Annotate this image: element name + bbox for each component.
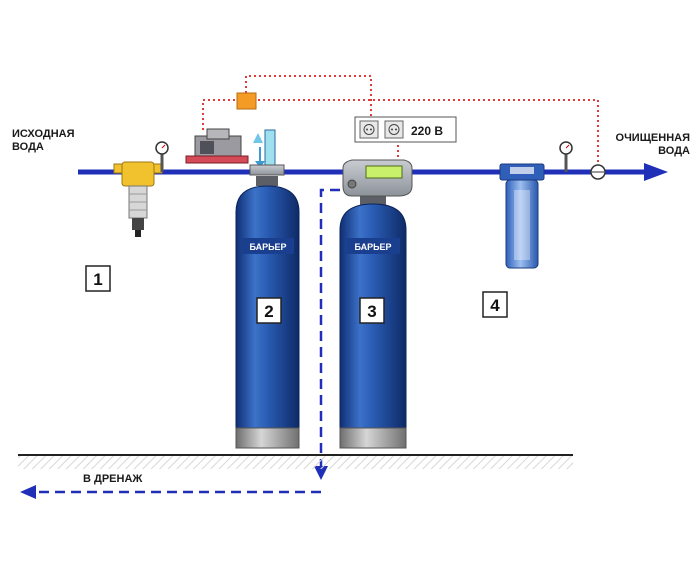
control-signal-lines [202,75,599,162]
pressure-gauge-right-icon [559,141,573,172]
source-water-label-line1: ИСХОДНАЯ [12,128,75,140]
socket-right-icon [388,124,400,135]
tank-2-brand-label: БАРЬЕР [249,242,286,252]
power-voltage-label: 220 В [411,124,443,138]
outlet-arrow-icon [644,163,668,181]
svg-text:1: 1 [93,270,102,289]
tank-3-brand-label: БАРЬЕР [354,242,391,252]
number-box-1: 1 [85,265,111,292]
number-box-4: 4 [482,291,508,318]
power-outlet-panel: 220 В [354,116,457,143]
number-box-2: 2 [256,297,282,324]
drain-line [34,188,340,494]
drain-left-arrow-icon [20,485,36,499]
svg-text:3: 3 [367,302,376,321]
dosing-pump [185,128,249,164]
number-box-3: 3 [359,297,385,324]
pressure-gauge-icon [155,141,169,172]
signal-relay-box [236,92,257,110]
flow-meter-icon [590,164,606,180]
drain-down-arrow-icon [314,466,328,480]
source-water-label-line2: ВОДА [12,141,44,153]
prefilter-1 [113,161,163,237]
svg-text:4: 4 [490,296,500,315]
clean-water-label-line1: ОЧИЩЕННАЯ [616,132,691,144]
floor-line [18,454,573,469]
svg-text:2: 2 [264,302,273,321]
control-valve-head [342,159,413,197]
cartridge-filter-4 [499,163,545,269]
dosing-direction-icon [253,133,263,143]
clean-water-label-line2: ВОДА [658,145,690,157]
drain-label: В ДРЕНАЖ [83,473,142,485]
socket-left-icon [363,124,375,135]
